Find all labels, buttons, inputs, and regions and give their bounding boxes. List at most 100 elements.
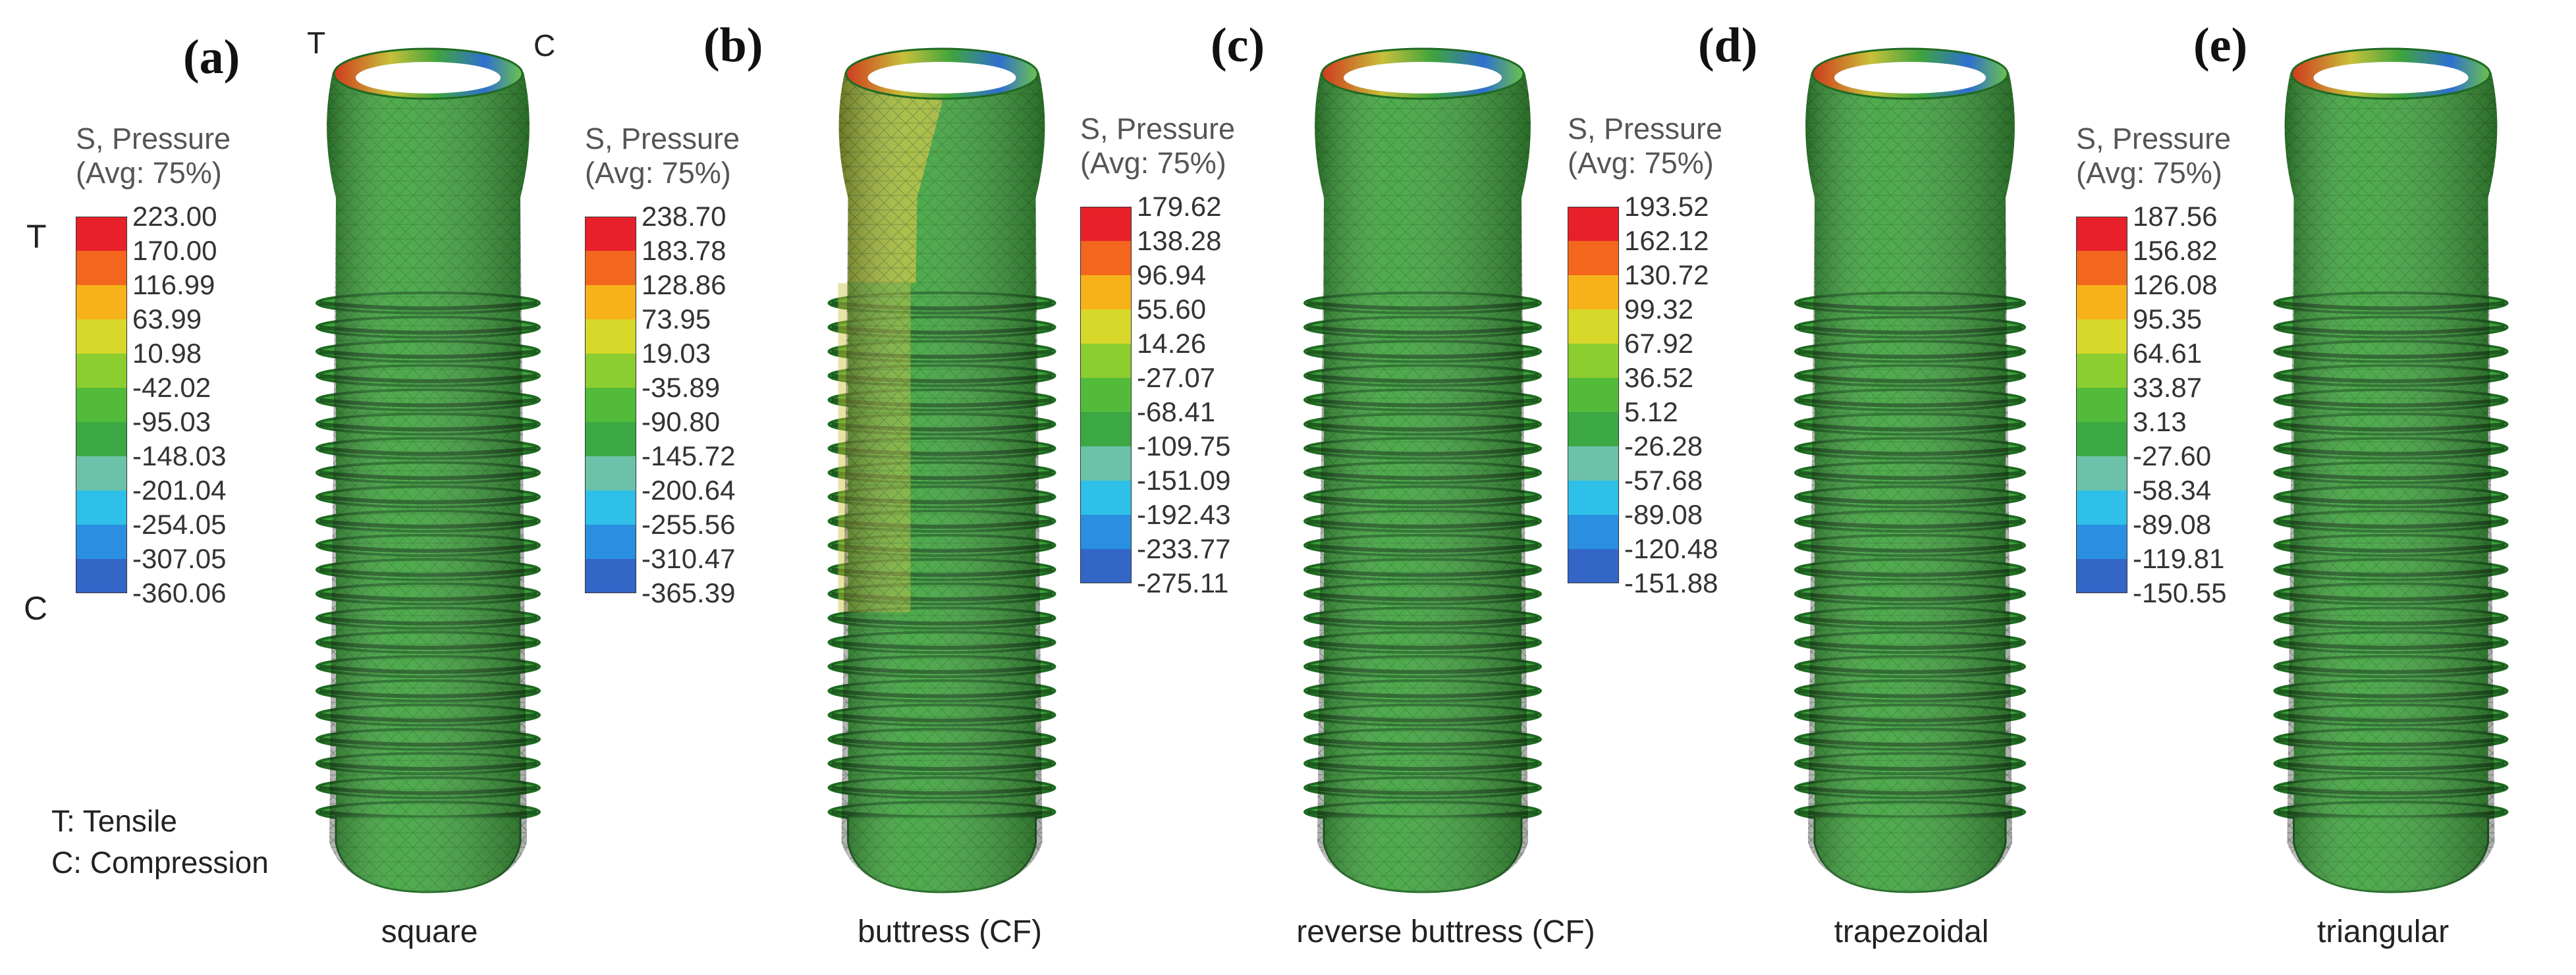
scale-row: -58.34 <box>2076 473 2293 525</box>
scale-swatch <box>1568 275 1619 309</box>
scale-tick-label: 36.52 <box>1624 362 1694 393</box>
scale-tick-label: -150.55 <box>2133 577 2227 608</box>
scale-row: -254.05 <box>76 508 293 559</box>
scale-swatch <box>1080 309 1132 344</box>
scale-row: -42.02 <box>76 371 293 422</box>
scale-swatch <box>1080 344 1132 378</box>
scale-swatch <box>585 217 636 251</box>
implant-trapezoidal <box>1794 47 2026 893</box>
scale-row: 126.08 <box>2076 268 2293 319</box>
scale-row: -57.68 <box>1568 463 1785 515</box>
implant-bore <box>867 62 1016 93</box>
scale-tick-label: 183.78 <box>642 235 726 266</box>
scale-row: -90.80 <box>585 405 802 456</box>
scale-swatch <box>1568 309 1619 344</box>
scale-tick-label: -201.04 <box>132 475 227 506</box>
legend-title: S, Pressure <box>2076 122 2232 155</box>
scale-swatch <box>76 251 127 285</box>
scale-tick-label: 99.32 <box>1624 294 1694 325</box>
scale-row: 67.92 <box>1568 327 1785 378</box>
scale-swatch <box>1568 515 1619 549</box>
scale-row: 96.94 <box>1080 258 1298 309</box>
scale-swatch <box>585 525 636 559</box>
scale-swatch <box>76 319 127 354</box>
scale-swatch <box>585 319 636 354</box>
scale-swatch <box>76 354 127 388</box>
shape-label-buttress: buttress (CF) <box>857 914 1043 949</box>
scale-swatch <box>1568 241 1619 275</box>
scale-row: 138.28 <box>1080 224 1298 275</box>
implant-triangular <box>2273 47 2509 893</box>
scale-row: 63.99 <box>76 302 293 354</box>
legend-a-top-tag: T <box>26 218 47 255</box>
scale-row: 19.03 <box>585 336 802 388</box>
scale-swatch <box>2076 525 2127 559</box>
scale-row: 36.52 <box>1568 361 1785 412</box>
scale-tick-label: -119.81 <box>2133 543 2225 574</box>
scale-row: -360.06 <box>76 576 293 610</box>
scale-tick-label: 238.70 <box>642 201 726 232</box>
legend-title: S, Pressure <box>585 122 740 155</box>
scale-row: -255.56 <box>585 508 802 559</box>
scale-swatch <box>1568 481 1619 515</box>
implant-bore <box>1834 62 1986 93</box>
shape-label-square: square <box>381 914 478 949</box>
scale-tick-label: -120.48 <box>1624 533 1718 564</box>
scale-tick-label: 126.08 <box>2133 269 2218 300</box>
scale-row: -89.08 <box>1568 498 1785 549</box>
scale-swatch <box>585 354 636 388</box>
scale-tick-label: -151.88 <box>1624 567 1718 598</box>
scale-swatch <box>2076 285 2127 319</box>
scale-swatch <box>2076 456 2127 490</box>
scale-tick-label: 130.72 <box>1624 259 1709 290</box>
shading-overlay <box>2284 72 2498 892</box>
scale-tick-label: 116.99 <box>132 269 215 300</box>
scale-row: -27.60 <box>2076 439 2293 490</box>
scale-tick-label: -255.56 <box>642 509 736 540</box>
scale-row: -68.41 <box>1080 395 1298 446</box>
scale-swatch <box>1080 275 1132 309</box>
scale-tick-label: 55.60 <box>1137 294 1207 325</box>
panel-d-label: (d) <box>1698 18 1758 72</box>
scale-swatch <box>2076 354 2127 388</box>
scale-swatch <box>1568 446 1619 481</box>
scale-swatch <box>76 490 127 525</box>
scale-tick-label: 5.12 <box>1624 396 1678 427</box>
shape-label-reverse-buttress: reverse buttress (CF) <box>1296 914 1595 949</box>
scale-tick-label: -192.43 <box>1137 499 1231 530</box>
scale-row: -35.89 <box>585 371 802 422</box>
implant-reverse-buttress <box>1303 47 1542 893</box>
scale-row: 162.12 <box>1568 224 1785 275</box>
scale-row: -27.07 <box>1080 361 1298 412</box>
scale-tick-label: -26.28 <box>1624 431 1703 461</box>
implant-bore <box>2313 62 2469 93</box>
legend-title: S, Pressure <box>1080 112 1236 145</box>
scale-swatch <box>2076 559 2127 593</box>
implant-bore <box>1344 62 1502 93</box>
scale-row: 116.99 <box>76 268 293 319</box>
legend-subtitle: (Avg: 75%) <box>76 156 222 190</box>
scale-swatch <box>2076 388 2127 422</box>
scale-row: -119.81 <box>2076 542 2293 593</box>
implant-bore <box>356 62 501 93</box>
scale-row: 183.78 <box>585 234 802 285</box>
scale-row: 238.70 <box>585 199 802 251</box>
scale-tick-label: 170.00 <box>132 235 217 266</box>
scale-tick-label: 63.99 <box>132 303 202 334</box>
scale-tick-label: 96.94 <box>1137 259 1207 290</box>
panel-b-label: (b) <box>703 18 763 72</box>
scale-swatch <box>76 388 127 422</box>
scale-tick-label: -27.07 <box>1137 362 1216 393</box>
scale-swatch <box>585 559 636 593</box>
scale-tick-label: 33.87 <box>2133 372 2203 403</box>
scale-tick-label: 128.86 <box>642 269 726 300</box>
scale-swatch <box>76 422 127 456</box>
